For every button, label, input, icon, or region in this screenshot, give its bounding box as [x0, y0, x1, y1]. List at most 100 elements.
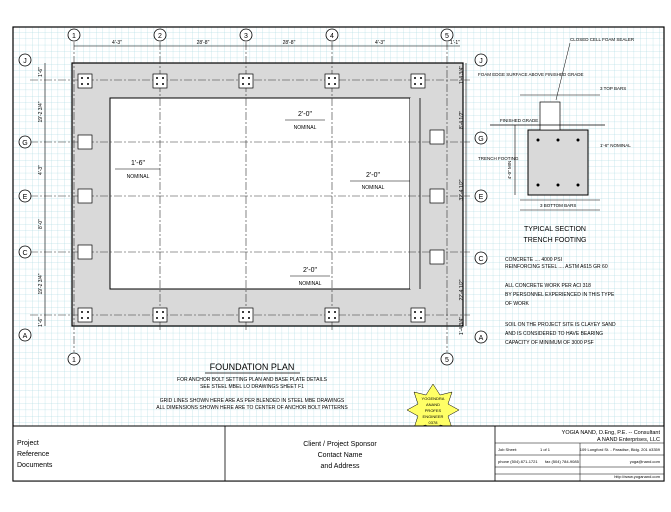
spec-line: CONCRETE .... 4000 PSI — [505, 257, 562, 263]
nominal-text: NOMINAL — [299, 281, 322, 287]
grid-row-label: G — [478, 136, 483, 143]
left-dim: 19'-2 3/4" — [38, 101, 44, 122]
firm-sheet-label: Job Sheet: — [498, 447, 517, 452]
firm-name: YOGIA NAND, D.Eng, P.E. -- Consultant — [562, 430, 661, 436]
nominal-dim: 1'-6" — [131, 160, 145, 167]
nominal-text: NOMINAL — [294, 125, 317, 131]
client-line: and Address — [321, 463, 360, 470]
grid-column-bubbles-bottom: 1 5 — [67, 352, 454, 366]
spec-line: SOIL ON THE PROJECT SITE IS CLAYEY SAND — [505, 322, 616, 328]
reference-line: Documents — [17, 462, 53, 469]
grid-row-label: C — [22, 250, 27, 257]
seal-line: YOGENDRA — [422, 396, 445, 401]
seal-line: 0378 — [429, 420, 439, 425]
reference-line: Reference — [17, 451, 49, 458]
top-dim: 4'-3" — [375, 40, 385, 46]
leader-line — [555, 42, 571, 101]
nominal-text: NOMINAL — [362, 185, 385, 191]
anchor-bolt-dots — [81, 77, 422, 319]
firm-web: yoga@nand.com — [630, 459, 661, 464]
right-dim: 1'-4 3/4" — [459, 317, 465, 336]
plan-note: FOR ANCHOR BOLT SETTING PLAN AND BASE PL… — [177, 377, 328, 383]
grid-col-label: 1 — [72, 357, 76, 364]
firm-address: 109 Longford St. - Paradise, Bldg. 201 #… — [580, 447, 661, 452]
grid-column-bubbles-top: 1 2 3 4 5 — [67, 28, 454, 42]
right-dimension-line: 1'-4 3/4" 8'-4 1/2" 32'-4 1/2" 22'-4 1/2… — [459, 63, 467, 336]
foundation-slab — [71, 62, 464, 327]
grid-col-label: 1 — [72, 33, 76, 40]
left-dim: 1'-6" — [38, 317, 44, 327]
firm-date: 1 of 1 — [540, 447, 551, 452]
grid-col-label: 5 — [445, 357, 449, 364]
firm-phone: phone (504) 871-1721 — [498, 459, 538, 464]
reference-line: Project — [17, 440, 39, 447]
plan-note: ALL DIMENSIONS SHOWN HERE ARE TO CENTER … — [156, 405, 348, 411]
top-dimension-line: 4'-3" 28'-8" 28'-8" 4'-3" 1'-1" — [74, 40, 460, 47]
section-callout: CLOSED CELL FOAM SEALER — [570, 37, 635, 42]
grid-col-label: 4 — [330, 33, 334, 40]
top-dim: 28'-8" — [197, 40, 210, 46]
grid-row-label: J — [23, 58, 27, 65]
right-dim: 1'-4 3/4" — [459, 66, 465, 85]
right-dim: 32'-4 1/2" — [459, 179, 465, 200]
left-dim: 19'-2 3/4" — [38, 273, 44, 294]
grid-row-label: A — [23, 333, 28, 340]
client-line: Contact Name — [318, 452, 363, 459]
top-dim: 1'-1" — [450, 40, 460, 46]
plan-title: FOUNDATION PLAN — [210, 362, 295, 372]
firm-fax: fax (504) 784-9085 — [545, 459, 580, 464]
spec-line: ALL CONCRETE WORK PER ACI 318 — [505, 283, 591, 289]
grid-row-label: E — [479, 194, 484, 201]
section-callout: FINISHED GRADE — [500, 118, 538, 123]
nominal-dim: 2'-0" — [303, 267, 317, 274]
trench-footing-section — [490, 94, 605, 211]
section-callout: 3 BOTTOM BARS — [540, 203, 576, 208]
firm-company: A NAND Enterprises, LLC — [597, 437, 660, 443]
top-dim: 4'-3" — [112, 40, 122, 46]
nominal-dim: 2'-0" — [298, 111, 312, 118]
spec-line: OF WORK — [505, 301, 530, 307]
left-dim: 4'-3" — [38, 165, 44, 175]
nominal-callouts: 2'-0" NOMINAL 1'-6" NOMINAL 2'-0" NOMINA… — [115, 111, 410, 287]
spec-line: CAPACITY OF MINIMUM OF 3000 PSF — [505, 340, 594, 346]
left-dimension-line: 1'-6" 19'-2 3/4" 4'-3" 8'-0" 19'-2 3/4" … — [38, 63, 46, 327]
engineer-seal: YOGENDRA ANAND PROFES ENGINEER 0378 — [406, 383, 460, 437]
seal-line: ANAND — [426, 402, 440, 407]
grid-column-lines — [73, 42, 448, 352]
plan-note: SEE STEEL MBEL LO DRAWINGS SHEET F1 — [200, 384, 304, 390]
right-dim: 8'-4 1/2" — [459, 111, 465, 130]
grid-col-label: 3 — [244, 33, 248, 40]
grid-col-label: 5 — [445, 33, 449, 40]
section-title: TYPICAL SECTION — [524, 226, 586, 233]
section-callout: TRENCH FOOTING — [478, 156, 519, 161]
spec-line: REINFORCING STEEL .... ASTM A615 GR 60 — [505, 264, 608, 270]
grid-row-bubbles-left: J G E C A — [18, 53, 32, 342]
left-dim: 8'-0" — [38, 219, 44, 229]
firm-footer[interactable]: http://www.yoganand.com — [614, 474, 660, 479]
spec-line: BY PERSONNEL EXPERIENCED IN THIS TYPE — [505, 292, 615, 298]
section-subtitle: TRENCH FOOTING — [524, 237, 587, 244]
spec-line: AND IS CONSIDERED TO HAVE BEARING — [505, 331, 603, 337]
section-callout: FOAM EDGE SURFACE ABOVE FINISHED GRADE — [478, 72, 584, 77]
client-line: Client / Project Sponsor — [303, 441, 377, 448]
right-dim: 22'-4 1/2" — [459, 279, 465, 300]
seal-line: PROFES — [425, 408, 442, 413]
grid-row-label: A — [479, 335, 484, 342]
seal-line: ENGINEER — [423, 414, 444, 419]
grid-row-label: G — [22, 140, 27, 147]
section-callout: 1'-6" NOMINAL — [600, 143, 631, 148]
section-callout: 3 TOP BARS — [600, 86, 626, 91]
grid-col-label: 2 — [158, 33, 162, 40]
top-dim: 28'-8" — [283, 40, 296, 46]
grid-row-label: E — [23, 194, 28, 201]
plan-note: GRID LINES SHOWN HERE ARE AS PER BLENDED… — [160, 398, 345, 404]
grid-row-label: J — [479, 58, 483, 65]
left-dim: 1'-6" — [38, 67, 44, 77]
title-block — [12, 425, 665, 482]
section-callout: 4'-0" MIN — [507, 161, 512, 179]
nominal-text: NOMINAL — [127, 174, 150, 180]
nominal-dim: 2'-0" — [366, 172, 380, 179]
grid-row-label: C — [478, 256, 483, 263]
grid-row-bubbles-right: J G E C A — [474, 53, 488, 344]
